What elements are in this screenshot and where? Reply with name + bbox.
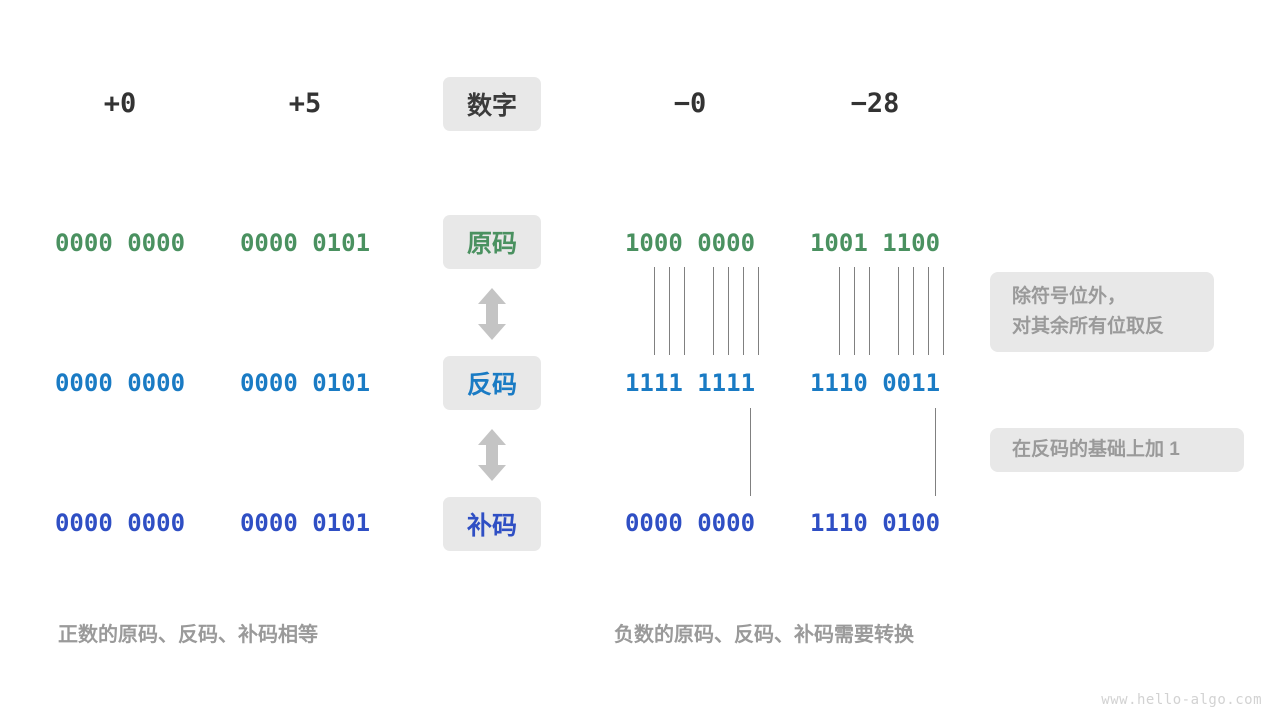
- connector-tick: [750, 408, 751, 496]
- connector-tick: [684, 267, 685, 355]
- cell-fanma-minus-twentyeight: 1110 0011: [809, 369, 941, 397]
- connector-tick: [913, 267, 914, 355]
- connector-tick: [728, 267, 729, 355]
- cell-buma-plus-zero: 0000 0000: [54, 509, 186, 537]
- cell-buma-plus-five: 0000 0101: [239, 509, 371, 537]
- note-add-one-line1: 在反码的基础上加 1: [1012, 439, 1180, 460]
- cell-fanma-plus-zero: 0000 0000: [54, 369, 186, 397]
- header-minus-zero: −0: [673, 87, 707, 119]
- caption-positive: 正数的原码、反码、补码相等: [58, 624, 318, 646]
- connector-tick: [943, 267, 944, 355]
- connector-tick: [854, 267, 855, 355]
- header-plus-zero: +0: [103, 87, 137, 119]
- connector-tick: [935, 408, 936, 496]
- connector-tick: [869, 267, 870, 355]
- connector-tick: [669, 267, 670, 355]
- row-label-yuanma: 原码: [443, 215, 541, 269]
- note-invert-bits: 除符号位外， 对其余所有位取反: [990, 272, 1214, 352]
- connector-tick: [928, 267, 929, 355]
- header-minus-twentyeight: −28: [850, 87, 900, 119]
- row-label-fanma: 反码: [443, 356, 541, 410]
- cell-yuanma-minus-zero: 1000 0000: [624, 229, 756, 257]
- header-plus-five: +5: [288, 87, 322, 119]
- note-invert-bits-line1: 除符号位外，: [1012, 286, 1127, 307]
- connector-tick: [898, 267, 899, 355]
- cell-buma-minus-twentyeight: 1110 0100: [809, 509, 941, 537]
- watermark: www.hello-algo.com: [1101, 692, 1262, 708]
- note-invert-bits-line2: 对其余所有位取反: [1012, 316, 1165, 337]
- cell-yuanma-minus-twentyeight: 1001 1100: [809, 229, 941, 257]
- cell-fanma-minus-zero: 1111 1111: [624, 369, 756, 397]
- connector-tick: [654, 267, 655, 355]
- cell-buma-minus-zero: 0000 0000: [624, 509, 756, 537]
- arrow-up-down-icon-fanma-buma: [475, 428, 509, 482]
- connector-tick: [839, 267, 840, 355]
- arrow-up-down-icon-yuanma-fanma: [475, 287, 509, 341]
- note-add-one: 在反码的基础上加 1: [990, 428, 1244, 472]
- cell-fanma-plus-five: 0000 0101: [239, 369, 371, 397]
- caption-negative: 负数的原码、反码、补码需要转换: [614, 624, 914, 646]
- cell-yuanma-plus-five: 0000 0101: [239, 229, 371, 257]
- connector-tick: [758, 267, 759, 355]
- connector-tick: [743, 267, 744, 355]
- cell-yuanma-plus-zero: 0000 0000: [54, 229, 186, 257]
- connector-tick: [713, 267, 714, 355]
- row-label-buma: 补码: [443, 497, 541, 551]
- row-label-number: 数字: [443, 77, 541, 131]
